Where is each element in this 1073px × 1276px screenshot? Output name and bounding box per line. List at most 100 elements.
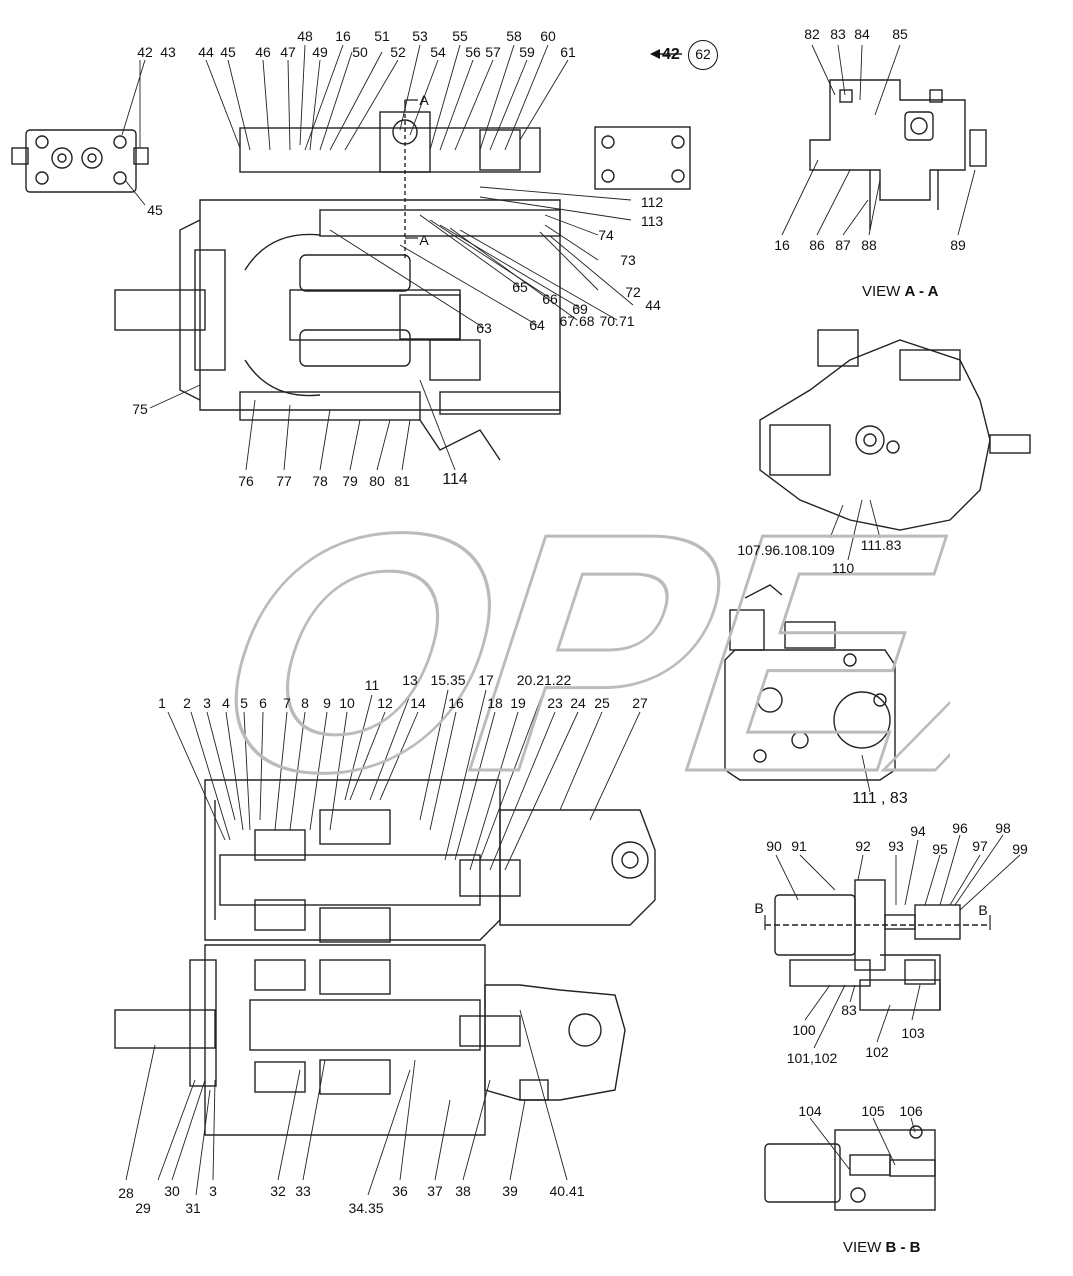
callout: 44 xyxy=(645,297,661,313)
callout: 78 xyxy=(312,473,328,489)
callout: 103 xyxy=(901,1025,925,1041)
section-a-bottom: A xyxy=(419,232,429,248)
callout: 81 xyxy=(394,473,410,489)
callout: 113 xyxy=(640,213,664,229)
view-b-b-drawing xyxy=(764,1125,936,1211)
callout: 7 xyxy=(283,695,291,711)
callout: 59 xyxy=(519,44,535,60)
callout: 105 xyxy=(861,1103,885,1119)
callout: 16 xyxy=(335,28,351,44)
callout: 33 xyxy=(295,1183,311,1199)
callout: 36 xyxy=(392,1183,408,1199)
callout: 31 xyxy=(185,1200,201,1216)
plate-42 xyxy=(594,126,691,190)
view-a-a-letter: A - A xyxy=(904,283,939,300)
section-b-left: B xyxy=(754,900,764,916)
callout: 34.35 xyxy=(348,1200,384,1216)
callout: 40.41 xyxy=(549,1183,585,1199)
callout: 95 xyxy=(932,841,948,857)
callout: 77 xyxy=(276,473,292,489)
callout: 97 xyxy=(972,838,988,854)
callout: 111.83 xyxy=(860,537,902,553)
callout: 82 xyxy=(804,26,820,42)
callout: 23 xyxy=(547,695,563,711)
callout: 49 xyxy=(312,44,328,60)
callout: 12 xyxy=(377,695,393,711)
callout: 84 xyxy=(854,26,870,42)
view-b-b-prefix: VIEW xyxy=(843,1239,882,1256)
callout: 44 xyxy=(198,44,214,60)
callout: 76 xyxy=(238,473,254,489)
callout: 20.21.22 xyxy=(516,672,572,688)
callout: 74 xyxy=(598,227,614,243)
callout: 3 xyxy=(203,695,211,711)
callout: 4 xyxy=(222,695,230,711)
view-a-a-caption: VIEW A - A xyxy=(862,284,938,299)
callout: 38 xyxy=(455,1183,471,1199)
callout: 106 xyxy=(899,1103,923,1119)
callout: 1 xyxy=(158,695,166,711)
callout: 96 xyxy=(952,820,968,836)
callout: 16 xyxy=(448,695,464,711)
view-b-b-letter: B - B xyxy=(885,1239,921,1256)
callout: 110 xyxy=(831,560,855,576)
callout: 39 xyxy=(502,1183,518,1199)
callout: 17 xyxy=(478,672,494,688)
callout: 70.71 xyxy=(599,313,635,329)
callout: 90 xyxy=(766,838,782,854)
callout: 45 xyxy=(147,202,163,218)
valve-view-b xyxy=(765,879,990,1011)
callout: 92 xyxy=(855,838,871,854)
callout: 6 xyxy=(259,695,267,711)
callout: 67.68 xyxy=(559,313,595,329)
callout: 47 xyxy=(280,44,296,60)
watermark-text: OPEX xyxy=(169,470,950,810)
callout: 16 xyxy=(774,237,790,253)
reference-arrow: 42 62 xyxy=(662,40,730,70)
callout: 114 xyxy=(442,471,468,488)
callout: 60 xyxy=(540,28,556,44)
callout: 55 xyxy=(452,28,468,44)
lower-pump-section xyxy=(114,779,656,1136)
callout: 42 xyxy=(137,44,153,60)
callout: 56 xyxy=(465,44,481,60)
pump-iso-view xyxy=(759,329,1031,531)
upper-pump-section xyxy=(114,100,561,461)
callout: 27 xyxy=(632,695,648,711)
callout: 85 xyxy=(892,26,908,42)
callout: 64 xyxy=(529,317,545,333)
callout: 9 xyxy=(323,695,331,711)
ref-to: 62 xyxy=(688,40,718,70)
callout: 53 xyxy=(412,28,428,44)
callout: 107.96.108.109 xyxy=(737,542,835,558)
callout: 91 xyxy=(791,838,807,854)
callout: 83 xyxy=(830,26,846,42)
callout: 58 xyxy=(506,28,522,44)
callout: 15.35 xyxy=(430,672,466,688)
callout: 112 xyxy=(640,194,664,210)
callout: 10 xyxy=(339,695,355,711)
callout: 25 xyxy=(594,695,610,711)
callout: 61 xyxy=(560,44,576,60)
callout: 101,102 xyxy=(786,1050,838,1066)
callout: 66 xyxy=(542,291,558,307)
callout: 43 xyxy=(160,44,176,60)
callout: 88 xyxy=(861,237,877,253)
callout: 11 xyxy=(364,677,380,693)
callout: 13 xyxy=(402,672,418,688)
callout: 24 xyxy=(570,695,586,711)
callout: 51 xyxy=(374,28,390,44)
callout: 83 xyxy=(841,1002,857,1018)
leader-lines xyxy=(121,44,1021,1196)
pump-end-view xyxy=(724,584,896,781)
callout: 2 xyxy=(183,695,191,711)
view-a-a-drawing xyxy=(809,79,987,230)
callout: 18 xyxy=(487,695,503,711)
callout: 99 xyxy=(1012,841,1028,857)
callout: 102 xyxy=(865,1044,889,1060)
callout: 89 xyxy=(950,237,966,253)
callout: 93 xyxy=(888,838,904,854)
callout: 30 xyxy=(164,1183,180,1199)
callout: 87 xyxy=(835,237,851,253)
